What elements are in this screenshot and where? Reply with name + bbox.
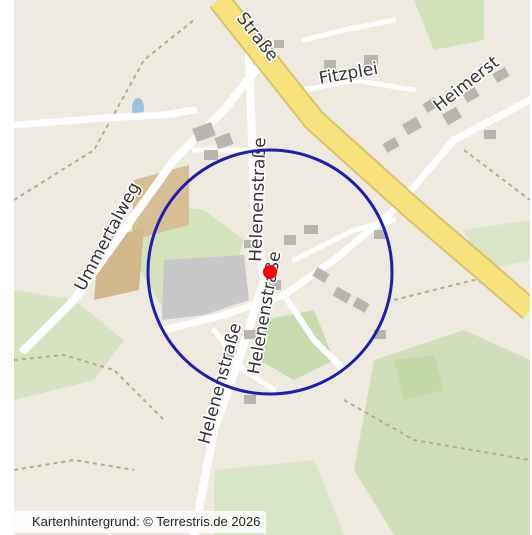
street-label-helenenstrasse-north: Helenenstraße (246, 137, 270, 262)
field-areas (94, 165, 189, 300)
map-canvas[interactable]: Straße Fitzplei Heimerst Ummertalweg Hel… (14, 0, 530, 535)
search-radius-circle (146, 148, 394, 396)
industrial-area (162, 255, 249, 320)
buildings (192, 40, 510, 404)
map-view[interactable]: Straße Fitzplei Heimerst Ummertalweg Hel… (14, 0, 530, 535)
map-attribution: Kartenhintergrund: © Terrestris.de 2026 (14, 511, 267, 533)
red-dot-icon[interactable] (263, 265, 277, 279)
street-label-heimerst: Heimerst (430, 52, 504, 116)
minor-roads (14, 17, 530, 535)
main-road (209, 0, 530, 320)
